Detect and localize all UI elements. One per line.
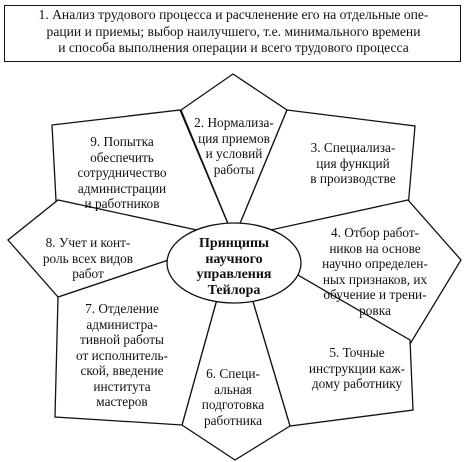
center-ellipse bbox=[166, 222, 302, 304]
petal-9-text: 9. Попытка обеспечить сотрудничество адм… bbox=[77, 134, 167, 211]
petal-2-text: 2. Нормализа- ция приемов и условий рабо… bbox=[194, 115, 274, 177]
petal-6-text: 6. Специ- альная подготовка работника bbox=[201, 366, 265, 428]
petal-8 bbox=[7, 199, 237, 298]
center-title: Принципы научного управления Тейлора bbox=[196, 236, 272, 298]
petal-7-text: 7. Отделение администра- тивной работы о… bbox=[76, 301, 168, 409]
petal-3-text: 3. Специализа- ция функций в производств… bbox=[310, 140, 396, 186]
principle-1-box bbox=[4, 5, 461, 62]
petal-5-text: 5. Точные инструкции каж- дому работнику bbox=[308, 345, 406, 391]
principle-1-text: 1. Анализ трудового процесса и расчленен… bbox=[38, 7, 429, 55]
petal-8-text: 8. Учет и конт- роль всех видов работ bbox=[42, 235, 134, 281]
petal-4-text: 4. Отбор работ- ников на основе научно о… bbox=[322, 225, 428, 318]
